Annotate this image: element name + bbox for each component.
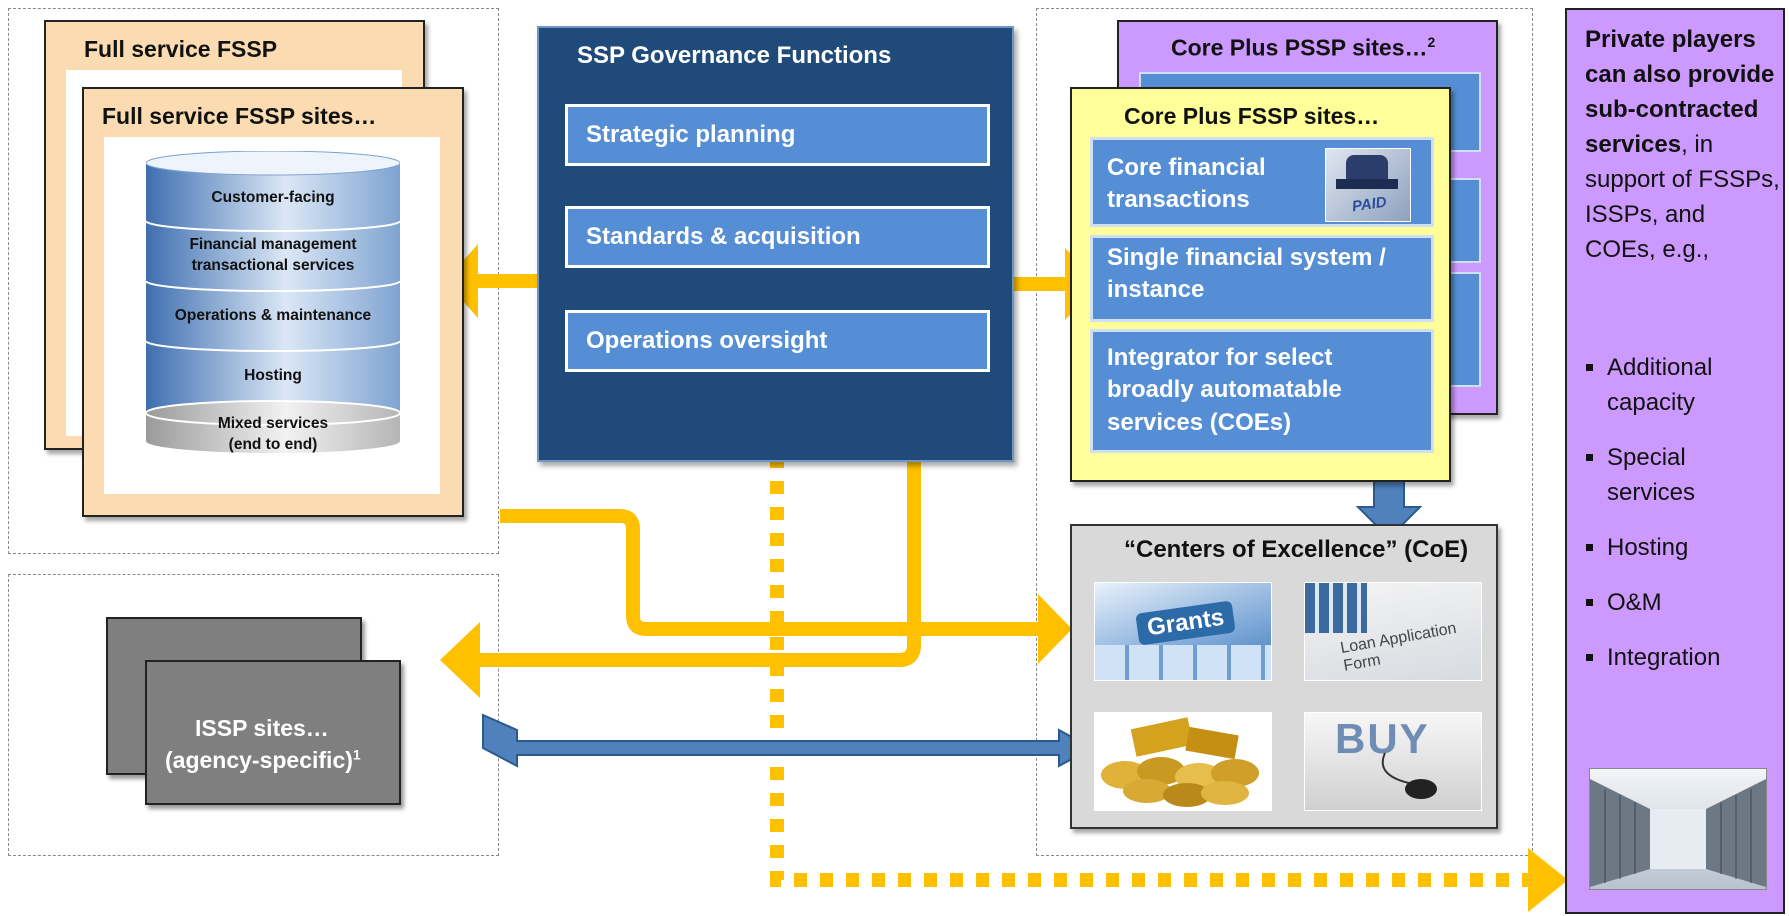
stamp-handle: [1346, 155, 1388, 181]
fssp-core-plus-card: Core Plus FSSP sites… Core financial tra…: [1070, 87, 1451, 482]
coe-title: “Centers of Excellence” (CoE): [1124, 536, 1469, 563]
fssp-to-coe-connector: [500, 509, 1040, 636]
stack-cylinder: [146, 151, 400, 453]
pssp-title-text: Core Plus PSSP sites…: [1171, 34, 1428, 61]
dotted-arrowhead: [1528, 848, 1568, 912]
private-players-rest: , in support of FSSPs, ISSPs, and COEs, …: [1585, 131, 1780, 263]
gov-to-issp-arrowhead: [440, 622, 480, 698]
coe-box: “Centers of Excellence” (CoE) Grants Loa…: [1070, 524, 1498, 829]
fssp-core-plus-title: Core Plus FSSP sites…: [1124, 103, 1380, 129]
gov-to-issp-connector: [478, 460, 921, 667]
gov-left-shaft: [475, 274, 538, 288]
loan-application-image: Loan Application Form: [1304, 582, 1482, 681]
issp-coe-double-arrow: [482, 713, 1095, 768]
private-players-text: Private players can also provide sub-con…: [1585, 22, 1780, 267]
bullet-additional-capacity: Additional capacity: [1607, 350, 1780, 420]
stack-layer-customer-facing: Customer-facing: [211, 188, 335, 206]
gov-item-standards-acquisition: Standards & acquisition: [565, 206, 990, 268]
buy-label: BUY: [1335, 715, 1430, 762]
dotted-connector: [770, 455, 1530, 887]
gold-coins-graphic: [1101, 717, 1259, 807]
grants-key-label: Grants: [1135, 600, 1237, 646]
service-stack: Customer-facing Financial management tra…: [146, 151, 400, 461]
gov-item-operations-oversight: Operations oversight: [565, 310, 990, 372]
pssp-superscript: 2: [1427, 34, 1436, 50]
fssp-back-title: Full service FSSP: [84, 36, 278, 62]
paid-stamp-image: PAID: [1325, 148, 1411, 222]
core-item-financial-transactions: Core financial transactions PAID: [1090, 137, 1434, 227]
issp-front-card: ISSP sites… (agency-specific)1: [145, 660, 401, 805]
datacenter-image: [1589, 768, 1767, 890]
gov-item-strategic-planning: Strategic planning: [565, 104, 990, 166]
fssp-to-coe-arrowhead: [1038, 594, 1072, 664]
governance-title: SSP Governance Functions: [577, 42, 892, 69]
governance-box: SSP Governance Functions Strategic plann…: [537, 26, 1014, 462]
region-core-plus: [1036, 8, 1533, 856]
issp-line-2-row: (agency-specific)1: [165, 744, 395, 776]
grants-key-row: [1095, 645, 1271, 680]
bullet-integration: Integration: [1607, 640, 1780, 675]
issp-line-2: (agency-specific): [165, 747, 353, 774]
issp-line-1: ISSP sites…: [195, 715, 329, 741]
fssp-front-card: Full service FSSP sites…: [82, 87, 464, 517]
private-players-bold: Private players can also provide sub-con…: [1585, 26, 1775, 158]
issp-label: ISSP sites… (agency-specific)1: [165, 712, 395, 776]
datacenter-graphic: [1590, 779, 1766, 887]
bullet-om: O&M: [1607, 585, 1780, 620]
fssp-front-title: Full service FSSP sites…: [102, 103, 377, 129]
stamp-label: PAID: [1350, 193, 1388, 216]
stack-layer-financial-management: Financial management transactional servi…: [189, 236, 357, 274]
private-bullet-list: Additional capacity Special services Hos…: [1585, 350, 1780, 695]
calculator-shape: [1305, 583, 1367, 633]
stack-layer-mixed-services: Mixed services (end to end): [217, 415, 329, 453]
stack-layer-hosting: Hosting: [244, 366, 302, 384]
pssp-title: Core Plus PSSP sites…2: [1171, 34, 1435, 62]
region-issp: [8, 574, 499, 856]
issp-superscript: 1: [352, 746, 361, 763]
bullet-hosting: Hosting: [1607, 530, 1780, 565]
bullet-special-services: Special services: [1607, 440, 1780, 510]
buy-mouse-image: BUY: [1304, 712, 1482, 811]
mouse-cable-graphic: [1381, 752, 1437, 799]
stamp-base: [1336, 179, 1398, 189]
core-item-integrator-coes: Integrator for select broadly automatabl…: [1090, 329, 1434, 453]
core-item-single-financial-system: Single financial system / instance: [1090, 235, 1434, 322]
gov-right-shaft: [1012, 277, 1067, 291]
gold-coins-image: [1094, 712, 1272, 811]
private-players-panel: Private players can also provide sub-con…: [1565, 8, 1785, 914]
stack-layer-operations: Operations & maintenance: [174, 306, 372, 324]
grants-image: Grants: [1094, 582, 1272, 681]
fssp-front-inner: Customer-facing Financial management tra…: [104, 137, 440, 494]
core-item-financial-transactions-label: Core financial transactions: [1107, 154, 1266, 214]
